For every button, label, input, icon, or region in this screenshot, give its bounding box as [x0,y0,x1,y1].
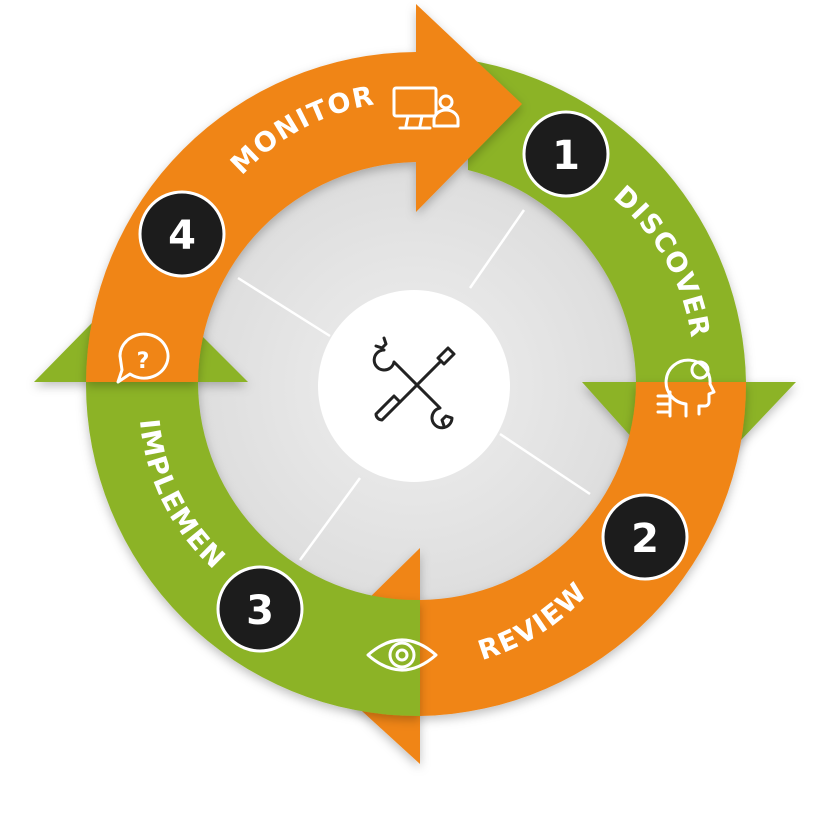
thinking-head-icon [656,358,716,418]
badge-2: 2 [601,493,689,581]
arrow-monitor [86,4,522,382]
tools-wrench-screwdriver-icon [372,336,456,430]
svg-text:2: 2 [631,516,659,562]
computer-user-icon [392,86,460,130]
svg-text:1: 1 [552,133,580,179]
badge-4: 4 [138,190,226,278]
badge-1: 1 [522,110,610,198]
eye-icon [366,638,438,672]
svg-text:?: ? [137,349,150,374]
speech-question-icon: ? [116,332,170,384]
badge-3: 3 [216,565,304,653]
svg-text:4: 4 [168,213,196,259]
svg-text:3: 3 [246,588,274,634]
arrow-implement [34,274,420,717]
divider-lines [237,209,591,561]
